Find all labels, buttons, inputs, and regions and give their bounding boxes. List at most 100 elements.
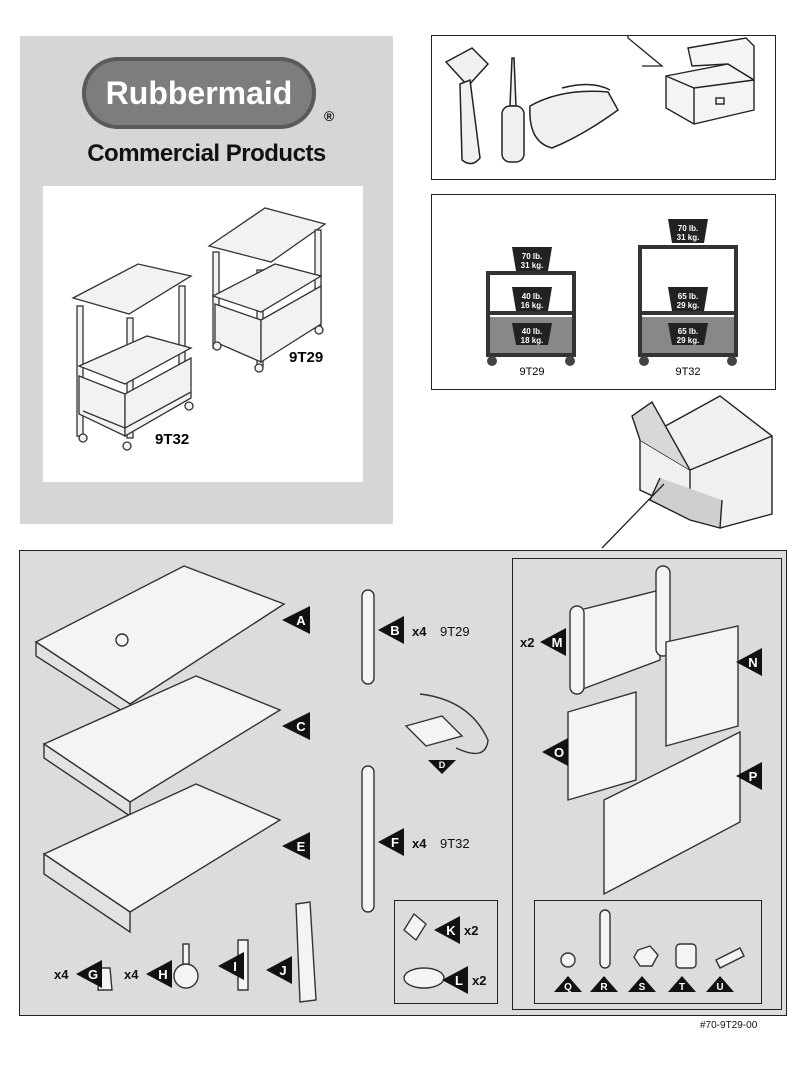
weight-right-mid-lb: 65 lb. xyxy=(678,292,698,301)
part-letter-a: A xyxy=(296,613,306,628)
part-letter-b: B xyxy=(390,623,399,638)
qty-f: x4 xyxy=(412,836,427,851)
weight-icon xyxy=(512,287,552,311)
weight-icon xyxy=(512,247,552,271)
tag-t xyxy=(668,976,696,992)
weight-left-top-kg: 31 kg. xyxy=(521,261,544,270)
tag-m xyxy=(540,628,566,656)
tools-illustration xyxy=(444,36,755,165)
tag-e xyxy=(282,832,310,860)
weight-left-mid-kg: 16 kg. xyxy=(521,301,544,310)
weight-right-top-lb: 70 lb. xyxy=(678,224,698,233)
part-letter-g: G xyxy=(88,967,98,982)
capacity-label-9t29: 9T29 xyxy=(519,366,544,378)
weight-capacity-box: 70 lb. 31 kg. 40 lb. 16 kg. 40 lb. 18 kg… xyxy=(431,194,776,390)
weight-icon xyxy=(512,323,552,345)
brand-subtitle: Commercial Products xyxy=(87,140,326,167)
tag-o xyxy=(542,738,568,766)
qty-g: x4 xyxy=(54,967,69,982)
rod-r xyxy=(599,909,611,969)
tag-n xyxy=(736,648,762,676)
part-letter-u: U xyxy=(716,982,723,993)
model-label-9t32: 9T32 xyxy=(155,431,189,448)
tag-r xyxy=(590,976,618,992)
key-u xyxy=(715,947,745,969)
part-letter-f: F xyxy=(391,835,399,850)
weight-left-top-lb: 70 lb. xyxy=(522,252,542,261)
part-letter-t: T xyxy=(679,982,685,993)
part-letter-o: O xyxy=(554,745,564,760)
screws-section xyxy=(394,900,498,1004)
tag-s xyxy=(628,976,656,992)
part-letter-n: N xyxy=(748,655,757,670)
weight-icon xyxy=(668,219,708,243)
part-letter-p: P xyxy=(749,769,758,784)
tag-f xyxy=(378,828,404,856)
brand-logo-text: Rubbermaid xyxy=(105,75,293,111)
tag-u xyxy=(706,976,734,992)
part-letter-m: M xyxy=(552,635,563,650)
nut-q xyxy=(560,952,576,968)
qty-k: x2 xyxy=(464,923,478,938)
weight-right-top-kg: 31 kg. xyxy=(677,233,700,242)
part-letter-k: K xyxy=(446,923,456,938)
part-letter-c: C xyxy=(296,719,306,734)
tag-d xyxy=(428,760,456,774)
part-letter-i: I xyxy=(233,959,237,974)
tag-g xyxy=(76,960,102,988)
weight-right-bot-kg: 29 kg. xyxy=(677,336,700,345)
drawer-side-o xyxy=(567,691,637,801)
safety-glasses-icon xyxy=(529,90,619,149)
qty-h: x4 xyxy=(124,967,139,982)
tag-q xyxy=(554,976,582,992)
toolbox-icon xyxy=(665,37,755,125)
weight-icon xyxy=(668,323,708,345)
weight-icon xyxy=(668,287,708,311)
top-shelf-a xyxy=(34,565,286,705)
weight-right-bot-lb: 65 lb. xyxy=(678,327,698,336)
part-letter-q: Q xyxy=(564,982,572,993)
weight-left-mid-lb: 40 lb. xyxy=(522,292,542,301)
part-letter-r: R xyxy=(600,982,608,993)
washer-l xyxy=(403,967,445,989)
part-letter-d: D xyxy=(439,760,446,770)
part-model-f: 9T32 xyxy=(440,836,470,851)
post-b xyxy=(361,589,375,685)
qty-l: x2 xyxy=(472,973,486,988)
hex-nut-s xyxy=(633,945,659,967)
part-model-b: 9T29 xyxy=(440,624,470,639)
tag-c xyxy=(282,712,310,740)
strap-j xyxy=(295,901,317,1003)
drawer-back-p xyxy=(603,730,741,896)
tag-l xyxy=(442,966,468,994)
caster-h xyxy=(173,963,199,989)
tag-h xyxy=(146,960,172,988)
cord-lock-d xyxy=(404,715,464,747)
brand-logo: Rubbermaid xyxy=(82,57,316,129)
capacity-diagram: 70 lb. 31 kg. 40 lb. 16 kg. 40 lb. 18 kg… xyxy=(486,219,738,378)
drawer-side-n xyxy=(665,625,739,747)
registered-mark: ® xyxy=(324,108,335,124)
tag-a xyxy=(282,606,310,634)
lock-cylinder-t xyxy=(675,943,697,969)
part-letter-h: H xyxy=(158,967,167,982)
tag-i xyxy=(218,952,244,980)
weight-left-bot-kg: 18 kg. xyxy=(521,336,544,345)
model-label-9t29: 9T29 xyxy=(289,349,323,366)
part-letter-l: L xyxy=(455,973,463,988)
hardware-section xyxy=(534,900,762,1004)
weight-left-bot-lb: 40 lb. xyxy=(522,327,542,336)
tag-p xyxy=(736,762,762,790)
tag-b xyxy=(378,616,404,644)
required-tools-box xyxy=(431,35,776,180)
capacity-label-9t32: 9T32 xyxy=(675,366,700,378)
carts-illustration-box: 9T32 9T29 xyxy=(43,186,363,482)
carts-illustration: 9T32 9T29 xyxy=(71,207,327,451)
part-letter-e: E xyxy=(297,839,306,854)
mallet-icon xyxy=(444,47,490,88)
qty-m: x2 xyxy=(520,635,534,650)
weight-right-mid-kg: 29 kg. xyxy=(677,301,700,310)
post-f xyxy=(361,765,375,913)
qty-b: x4 xyxy=(412,624,427,639)
part-letter-s: S xyxy=(639,982,646,993)
